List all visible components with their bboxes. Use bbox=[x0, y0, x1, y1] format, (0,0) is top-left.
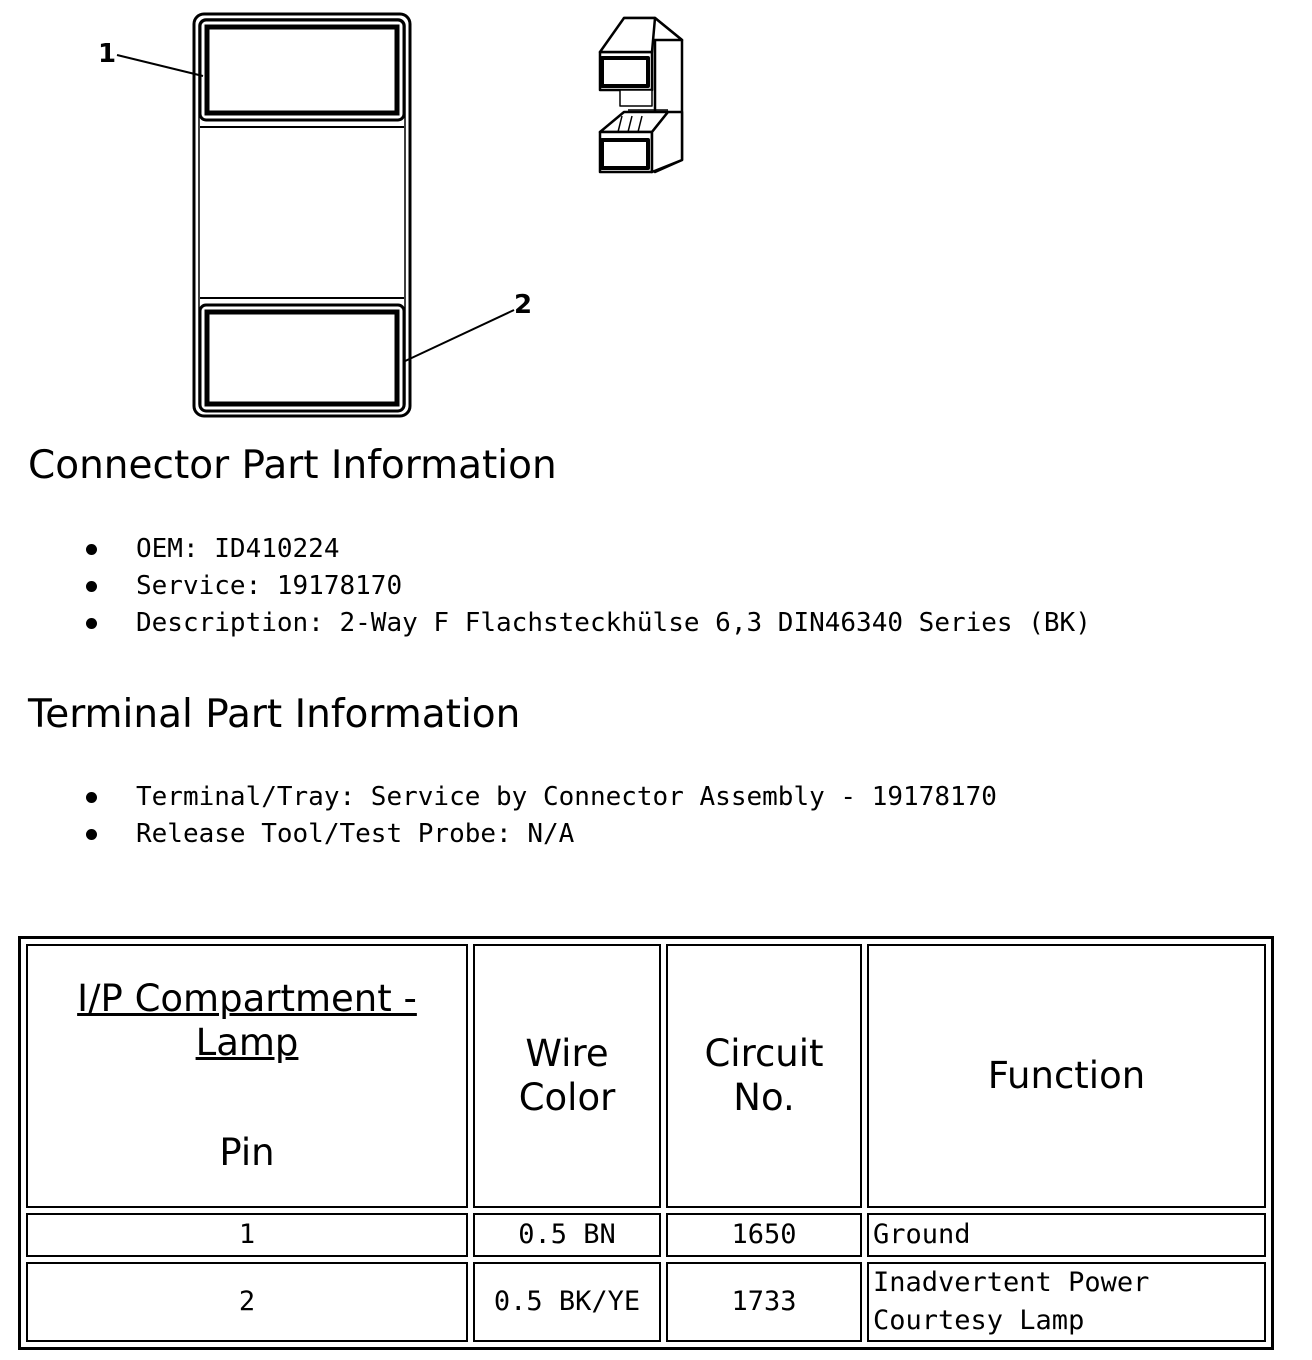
header-pin: Pin bbox=[219, 1131, 275, 1174]
connector-oem: OEM: ID410224 bbox=[84, 531, 1091, 568]
connector-description: Description: 2-Way F Flachsteckhülse 6,3… bbox=[84, 605, 1091, 642]
pin-table-header: I/P Compartment - Lamp Pin Wire Color Ci… bbox=[26, 944, 1266, 1208]
connector-info-list: OEM: ID410224 Service: 19178170 Descript… bbox=[84, 531, 1091, 642]
pin-cell: 2 bbox=[26, 1262, 468, 1342]
header-wire-color: Wire Color bbox=[473, 944, 661, 1208]
terminal-tray: Terminal/Tray: Service by Connector Asse… bbox=[84, 779, 997, 816]
header-circuit-no: Circuit No. bbox=[666, 944, 862, 1208]
header-function: Function bbox=[867, 944, 1266, 1208]
connector-info-heading: Connector Part Information bbox=[28, 443, 557, 488]
function-cell: Inadvertent Power Courtesy Lamp bbox=[867, 1262, 1266, 1342]
table-row: 1 0.5 BN 1650 Ground bbox=[26, 1213, 1266, 1257]
terminal-info-list: Terminal/Tray: Service by Connector Asse… bbox=[84, 779, 997, 853]
connector-face bbox=[192, 12, 412, 418]
connector-name-link[interactable]: I/P Compartment - Lamp bbox=[77, 977, 417, 1064]
connector-service: Service: 19178170 bbox=[84, 568, 1091, 605]
callout-1: 1 bbox=[98, 39, 116, 69]
release-tool: Release Tool/Test Probe: N/A bbox=[84, 816, 997, 853]
wire-color-cell: 0.5 BN bbox=[473, 1213, 661, 1257]
header-connector-pin: I/P Compartment - Lamp Pin bbox=[26, 944, 468, 1208]
terminal-info-heading: Terminal Part Information bbox=[28, 692, 521, 737]
wire-color-cell: 0.5 BK/YE bbox=[473, 1262, 661, 1342]
function-cell: Ground bbox=[867, 1213, 1266, 1257]
callout-2: 2 bbox=[514, 290, 532, 320]
circuit-no-cell: 1733 bbox=[666, 1262, 862, 1342]
connector-diagram: 1 2 bbox=[98, 12, 684, 418]
pin-table: I/P Compartment - Lamp Pin Wire Color Ci… bbox=[18, 936, 1274, 1350]
cavity-2 bbox=[198, 303, 406, 413]
terminal-sketch bbox=[598, 16, 684, 174]
cavity-1 bbox=[198, 18, 406, 122]
table-row: 2 0.5 BK/YE 1733 Inadvertent Power Court… bbox=[26, 1262, 1266, 1342]
pin-cell: 1 bbox=[26, 1213, 468, 1257]
circuit-no-cell: 1650 bbox=[666, 1213, 862, 1257]
